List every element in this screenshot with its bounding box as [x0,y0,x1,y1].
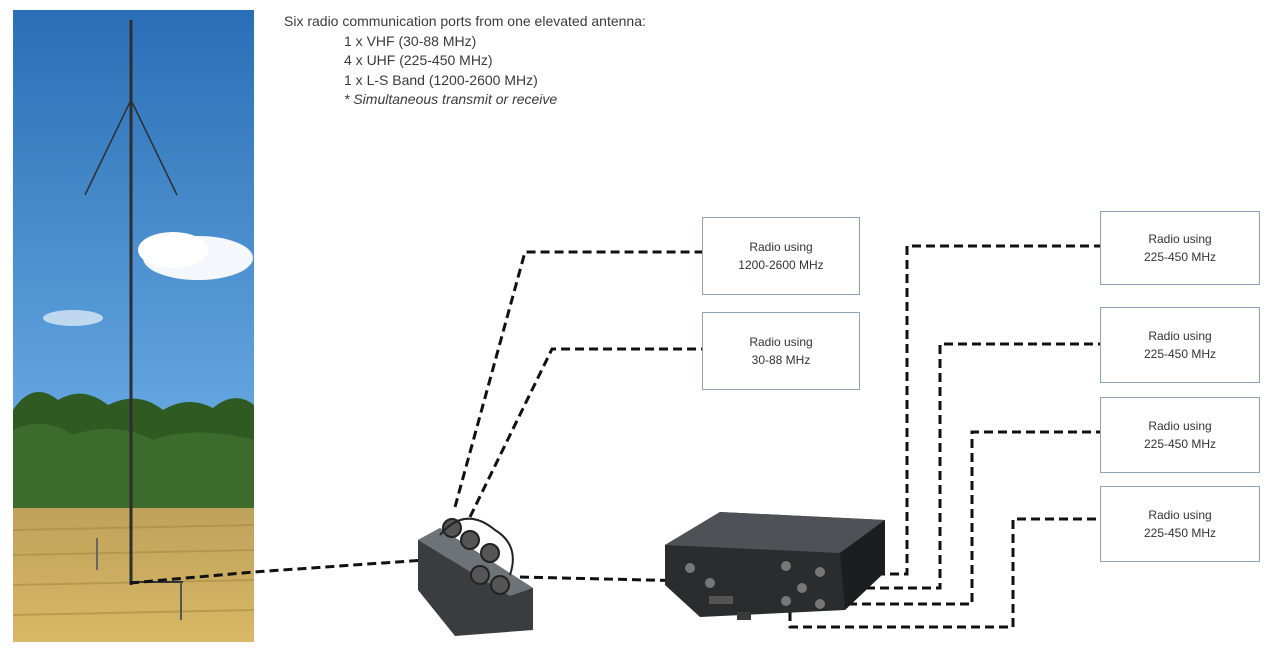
port-uhf: 4 x UHF (225-450 MHz) [344,52,493,68]
radio-box-uhf-4: Radio using 225-450 MHz [1100,486,1260,562]
cable-to-radio-vhf [468,347,702,518]
cable-splitter-to-hub [519,575,691,583]
radio-box-uhf-2: Radio using 225-450 MHz [1100,307,1260,383]
radio-box-label: Radio using [1148,232,1212,246]
radio-box-label: Radio using [1148,419,1212,433]
radio-box-frequency: 30-88 MHz [751,353,811,367]
radio-box-frequency: 225-450 MHz [1143,347,1217,361]
hub-device [665,512,885,620]
radio-box-frequency: 225-450 MHz [1143,526,1217,540]
port-ls-band: 1 x L-S Band (1200-2600 MHz) [344,71,538,88]
radio-box-label: Radio using [1148,508,1212,522]
radio-box-label: Radio using [749,335,813,349]
radio-box-label: Radio using [1148,329,1212,343]
cable-antenna-to-splitter [129,558,426,585]
radio-box-uhf-1: Radio using 225-450 MHz [1100,211,1260,285]
radio-box-frequency: 225-450 MHz [1143,437,1217,451]
cable-to-radio-lsband [453,250,702,508]
splitter-device [418,517,533,636]
radio-box-uhf-3: Radio using 225-450 MHz [1100,397,1260,473]
radio-box-lsband: Radio using 1200-2600 MHz [702,217,860,295]
cable-to-radio-uhf-2 [838,342,1100,590]
cable-to-radio-uhf-3 [820,430,1100,606]
radio-box-frequency: 225-450 MHz [1143,250,1217,264]
simultaneous-note: * Simultaneous transmit or receive [344,91,558,107]
description-text: Six radio communication ports from one e… [284,12,646,110]
description-title: Six radio communication ports from one e… [284,13,646,29]
cables [129,244,1100,629]
radio-box-label: Radio using [749,240,813,254]
radio-box-frequency: 1200-2600 MHz [738,258,824,272]
radio-box-vhf: Radio using 30-88 MHz [702,312,860,390]
cable-to-radio-uhf-4 [788,517,1100,629]
port-vhf: 1 x VHF (30-88 MHz) [344,32,477,49]
